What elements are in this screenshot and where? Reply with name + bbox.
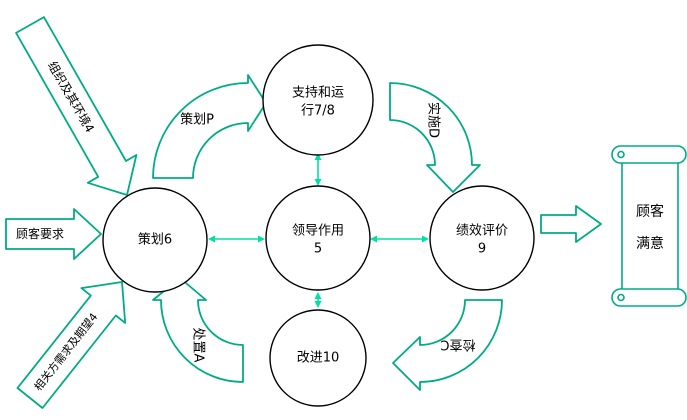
arrowhead-down-icon <box>314 179 322 186</box>
customer-satisfaction-scroll: 顾客 满意 <box>611 145 687 307</box>
leadership-label-line1: 领导作用 <box>292 224 344 239</box>
scroll-label-line1: 顾客 <box>636 203 664 220</box>
arrowhead-left-icon <box>208 235 215 243</box>
leadership-circle <box>265 185 371 291</box>
plan-arrow-shape <box>152 74 267 179</box>
leadership-label-line2: 5 <box>314 242 322 257</box>
cycle-arrow-act: 处置A <box>152 277 244 383</box>
cycle-arrow-do: 实施D <box>389 82 481 193</box>
output-arrow-shape <box>540 205 602 243</box>
input-arrow-customer: 顾客要求 <box>5 208 102 260</box>
cycle-arrow-check: 检查C <box>392 299 503 391</box>
improvement-circle <box>269 309 367 407</box>
improvement-label: 改进10 <box>297 351 340 366</box>
connector-leadership-improvement <box>314 292 322 308</box>
do-arrow-label: 实施D <box>426 102 441 138</box>
scroll-top-roll <box>611 145 687 164</box>
stakeholders-arrow-shape <box>16 281 127 409</box>
arrowhead-down-icon <box>314 301 322 308</box>
scroll-body <box>621 154 679 298</box>
connector-leadership-evaluation <box>370 235 429 243</box>
connector-planning-leadership <box>208 235 265 243</box>
scroll-bottom-roll <box>611 288 687 307</box>
act-arrow-shape <box>152 277 244 383</box>
arrowhead-left-icon <box>370 235 377 243</box>
check-arrow-label: 检查C <box>440 337 475 352</box>
customer-arrow-label: 顾客要求 <box>16 226 64 241</box>
arrowhead-right-icon <box>258 235 265 243</box>
connector-support-leadership <box>314 153 322 186</box>
arrowhead-right-icon <box>422 235 429 243</box>
evaluation-circle <box>429 185 535 291</box>
plan-arrow-label: 策划P <box>180 112 214 128</box>
input-arrow-stakeholders: 相关方需求及期望4 <box>16 281 127 409</box>
input-arrow-environment: 组织及其环境4 <box>15 16 138 196</box>
planning-label: 策划6 <box>138 232 172 248</box>
arrowhead-up-icon <box>314 292 322 299</box>
node-leadership: 领导作用 5 <box>265 185 371 291</box>
scroll-label-line2: 满意 <box>636 235 664 252</box>
arrowhead-up-icon <box>314 153 322 160</box>
evaluation-label-line1: 绩效评价 <box>456 224 508 239</box>
scroll-bottom-curl <box>617 293 625 302</box>
customer-arrow-shape <box>5 208 102 260</box>
node-planning: 策划6 <box>102 187 208 293</box>
environment-arrow-shape <box>15 16 138 196</box>
support-label-line2: 行7/8 <box>301 104 335 119</box>
support-label-line1: 支持和运 <box>292 86 344 101</box>
planning-circle <box>102 187 208 293</box>
act-arrow-label: 处置A <box>191 328 206 363</box>
node-evaluation: 绩效评价 9 <box>429 185 535 291</box>
do-arrow-shape <box>389 82 481 193</box>
stakeholders-arrow-label: 相关方需求及期望4 <box>31 310 101 393</box>
node-support: 支持和运 行7/8 <box>262 44 374 156</box>
output-arrow <box>540 205 602 243</box>
support-circle <box>262 44 374 156</box>
scroll-top-curl <box>617 150 625 159</box>
cycle-arrow-plan: 策划P <box>152 74 267 179</box>
node-improvement: 改进10 <box>269 309 367 407</box>
evaluation-label-line2: 9 <box>478 242 486 257</box>
check-arrow-shape <box>392 299 503 391</box>
